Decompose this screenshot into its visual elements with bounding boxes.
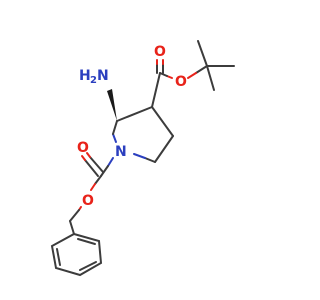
bond-c2-n1 — [112, 120, 118, 135]
benzene-double-bond-2 — [79, 261, 97, 271]
bond-carbamate-c-carbonyl-o-2b — [86, 152, 91, 158]
bond-carbamate-c-ether-o — [94, 175, 102, 185]
bond-tbu-methyl-top — [197, 40, 208, 67]
bond-c3-c4 — [151, 106, 174, 137]
bond-tbu-to-ether-o — [195, 65, 208, 74]
molecule-structure: O O N O O H 2 N — [50, 40, 235, 277]
atom-ring-n: N — [115, 144, 127, 160]
bond-c5-n1 — [144, 157, 156, 163]
bond-carbamate-c-carbonyl-o-1b — [81, 155, 86, 161]
bond-tbu-methyl-bottom — [206, 65, 215, 91]
bond-n1-c5 — [133, 153, 146, 159]
bond-carbamate-c-carbonyl-o-2 — [89, 156, 104, 173]
bonds — [50, 40, 235, 277]
benzene-double-bond-1 — [77, 238, 96, 245]
atom-amine-subscript: 2 — [90, 75, 97, 86]
bond-ester-c-to-ether-o — [159, 72, 168, 77]
bond-benzyl-ch2-ring — [69, 220, 75, 235]
bond-n1-c2 — [112, 133, 117, 143]
atom-carbamate-carbonyl-o: O — [77, 140, 89, 156]
atom-ester-carbonyl-o: O — [154, 44, 166, 60]
benzene-ring — [50, 232, 103, 277]
bond-c4-c5 — [154, 135, 174, 163]
atom-amine-n: N — [97, 68, 109, 84]
stereo-wedge-bond — [107, 89, 117, 121]
bond-carbamate-c-carbonyl-o-1 — [84, 159, 99, 177]
bond-n1-carbamate-c — [107, 157, 114, 167]
bond-ester-c-to-c3 — [151, 72, 161, 108]
bond-benzyl-ether-o — [69, 209, 80, 222]
atom-amine-h: H — [79, 68, 91, 84]
atom-labels: O O N O O H 2 N — [77, 44, 187, 209]
atom-carbamate-ether-o: O — [82, 193, 94, 209]
benzene-double-bond-3 — [56, 248, 61, 266]
bond-ether-o-carbamate-c — [90, 183, 96, 191]
bond-c2-c3 — [116, 106, 153, 122]
atom-ester-ether-o: O — [175, 74, 187, 90]
bond-carbamate-c-n1 — [100, 165, 109, 177]
bond-ether-o-to-tbu — [187, 72, 197, 79]
